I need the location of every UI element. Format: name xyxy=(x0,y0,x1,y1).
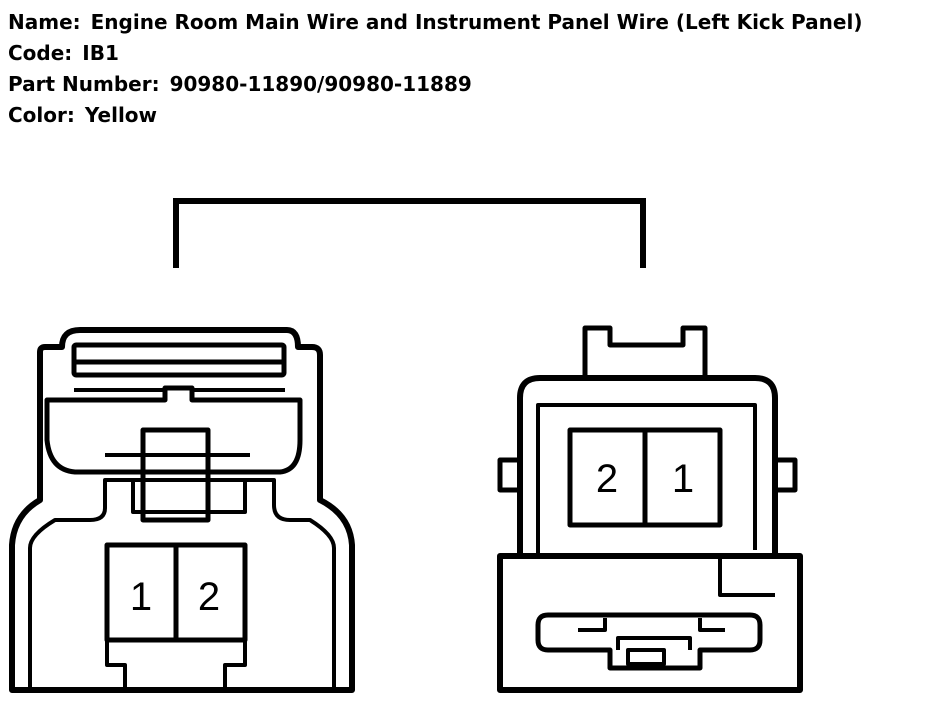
part-number-label: Part Number: xyxy=(8,72,160,96)
right-connector xyxy=(497,325,803,693)
part-number-value: 90980-11890/90980-11889 xyxy=(169,72,472,96)
right-pin-2: 2 xyxy=(596,457,618,501)
code-label: Code: xyxy=(8,41,73,65)
mating-bracket xyxy=(173,198,646,268)
code-value: IB1 xyxy=(82,41,119,65)
connector-info: Name: Engine Room Main Wire and Instrumen… xyxy=(8,10,862,134)
part-number-row: Part Number: 90980-11890/90980-11889 xyxy=(8,72,862,103)
left-connector xyxy=(9,327,355,693)
color-row: Color: Yellow xyxy=(8,103,862,134)
code-row: Code: IB1 xyxy=(8,41,862,72)
right-pin-1: 1 xyxy=(672,457,694,501)
color-label: Color: xyxy=(8,103,75,127)
name-value: Engine Room Main Wire and Instrument Pan… xyxy=(90,10,863,34)
name-row: Name: Engine Room Main Wire and Instrumen… xyxy=(8,10,862,41)
color-value: Yellow xyxy=(84,103,158,127)
left-pin-2: 2 xyxy=(198,575,220,619)
left-pin-1: 1 xyxy=(130,575,152,619)
name-label: Name: xyxy=(8,10,81,34)
